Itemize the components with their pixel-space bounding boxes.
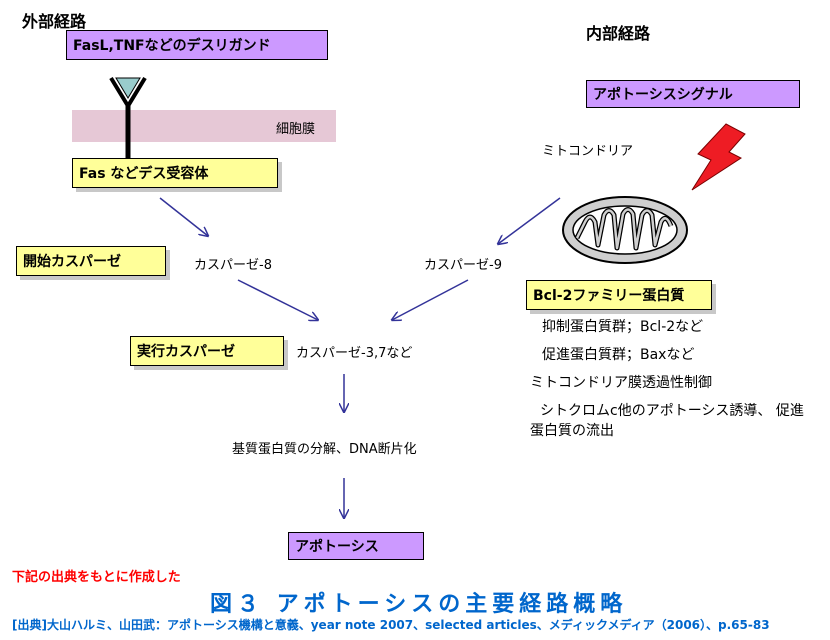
source-note: 下記の出典をもとに作成した bbox=[12, 570, 181, 585]
membrane-permeability-note: ミトコンドリア膜透過性制御 bbox=[530, 375, 712, 391]
arrow-fas-to-caspase8 bbox=[159, 197, 208, 236]
intrinsic-pathway-heading: 内部経路 bbox=[586, 24, 651, 43]
apoptosis-box: アポトーシス bbox=[288, 532, 424, 560]
apoptosis-signal-box: アポトーシスシグナル bbox=[586, 80, 800, 108]
citation: [出典]大山ハルミ、山田武：アポトーシス機構と意義、year note 2007… bbox=[12, 618, 770, 632]
caspase9-label: カスパーゼ-9 bbox=[424, 258, 502, 273]
death-receptor-icon bbox=[109, 76, 147, 160]
mitochondrion-icon bbox=[562, 196, 688, 264]
death-receptor-box: Fas などデス受容体 bbox=[72, 158, 278, 188]
executioner-caspase-box: 実行カスパーゼ bbox=[130, 336, 284, 366]
lightning-icon bbox=[691, 123, 746, 191]
mitochondria-label: ミトコンドリア bbox=[542, 144, 634, 159]
cytochrome-c-note-line1: シトクロムc他のアポトーシス誘導、 促進 bbox=[540, 403, 804, 419]
caspase37-label: カスパーゼ-3,7など bbox=[296, 346, 413, 361]
extrinsic-pathway-heading: 外部経路 bbox=[22, 12, 87, 31]
cell-membrane-band bbox=[72, 110, 336, 142]
bcl2-promoter-note: 促進蛋白質群；Baxなど bbox=[542, 347, 695, 363]
bcl2-suppressor-note: 抑制蛋白質群；Bcl-2など bbox=[542, 319, 704, 335]
arrow-caspase8-to-caspase37 bbox=[237, 279, 318, 320]
caspase8-label: カスパーゼ-8 bbox=[194, 258, 272, 273]
cell-membrane-label: 細胞膜 bbox=[276, 122, 316, 137]
substrate-degradation-label: 基質蛋白質の分解、DNA断片化 bbox=[232, 442, 417, 457]
initiator-caspase-box: 開始カスパーゼ bbox=[16, 246, 166, 276]
arrow-mito-to-caspase9 bbox=[498, 197, 561, 244]
bcl2-family-box: Bcl-2ファミリー蛋白質 bbox=[526, 280, 712, 310]
figure-title: 図３ アポトーシスの主要経路概略 bbox=[210, 592, 628, 617]
arrow-caspase9-to-caspase37 bbox=[392, 279, 469, 320]
death-ligand-box: FasL,TNFなどのデスリガンド bbox=[66, 30, 328, 60]
cytochrome-c-note-line2: 蛋白質の流出 bbox=[530, 423, 614, 439]
